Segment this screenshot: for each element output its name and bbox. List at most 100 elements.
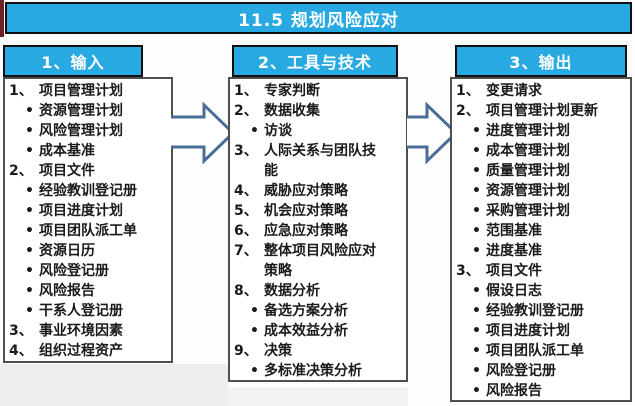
bullet-marker: •	[472, 383, 481, 399]
list-item: •风险登记册	[456, 361, 630, 381]
list-item: 4、威胁应对策略	[234, 181, 406, 201]
item-text: 假设日志	[486, 283, 542, 299]
list-item: • 经验教训登记册	[9, 181, 171, 201]
item-text: 资源管理计划	[486, 183, 570, 199]
list-item: • 进度基准	[456, 241, 630, 261]
number-marker: 4、	[234, 183, 258, 199]
item-text: 干系人登记册	[39, 303, 123, 319]
bullet-marker: •	[472, 303, 481, 319]
item-text: 机会应对策略	[264, 203, 348, 219]
item-text: 项目团队派工单	[486, 343, 584, 359]
item-text: 范围基准	[486, 223, 542, 239]
item-text: 数据分析	[264, 283, 320, 299]
item-text: 经验教训登记册	[39, 183, 137, 199]
item-text: 数据收集	[264, 103, 320, 119]
number-marker: 9、	[234, 343, 258, 359]
list-item: 5、机会应对策略	[234, 201, 406, 221]
item-text: 成本效益分析	[264, 323, 348, 339]
number-marker: 8、	[234, 283, 258, 299]
list-item: • 项目团队派工单	[456, 341, 630, 361]
item-text: 多标准决策分析	[264, 363, 362, 379]
list-item: 4、组织过程资产	[9, 341, 171, 361]
list-item: 2、项目文件	[9, 161, 171, 181]
item-text: 项目进度计划	[486, 323, 570, 339]
bullet-marker: •	[472, 363, 481, 379]
process-title-bar: 11.5 规划风险应对	[5, 2, 632, 34]
bullet-marker: •	[25, 283, 34, 299]
tools-column-header: 2、工具与技术	[232, 45, 398, 77]
list-item: 3、事业环境因素	[9, 321, 171, 341]
item-text: 经验教训登记册	[486, 303, 584, 319]
number-marker: 3、	[456, 263, 480, 279]
input-to-tools-arrow-icon	[171, 101, 236, 165]
list-item: • 假设日志	[456, 281, 630, 301]
number-marker: 6、	[234, 223, 258, 239]
input-column-header: 1、输入	[3, 45, 143, 77]
list-item: • 经验教训登记册	[456, 301, 630, 321]
bullet-marker: •	[25, 183, 34, 199]
list-item: •进度管理计划	[456, 121, 630, 141]
number-marker: 4、	[9, 343, 33, 359]
item-text: 整体项目风险应对 策略	[264, 243, 376, 279]
list-item: •质量管理计划	[456, 161, 630, 181]
bullet-marker: •	[25, 263, 34, 279]
list-item: •成本基准	[9, 141, 171, 161]
list-item: •资源管理计划	[456, 181, 630, 201]
item-text: 采购管理计划	[486, 203, 570, 219]
column-header-label: 1、输入	[41, 53, 105, 72]
bullet-marker: •	[472, 223, 481, 239]
number-marker: 7、	[234, 243, 258, 259]
list-item: •成本效益分析	[234, 321, 406, 341]
item-text: 项目团队派工单	[39, 223, 137, 239]
output-column-header: 3、输出	[455, 45, 627, 77]
number-marker: 2、	[234, 103, 258, 119]
process-title: 11.5 规划风险应对	[238, 10, 399, 31]
item-text: 资源管理计划	[39, 103, 123, 119]
list-item: 1、项目管理计划	[9, 81, 171, 101]
bullet-marker: •	[250, 123, 259, 139]
list-item: • 访谈	[234, 121, 406, 141]
number-marker: 2、	[456, 103, 480, 119]
column-header-label: 3、输出	[509, 53, 573, 72]
bullet-marker: •	[25, 123, 34, 139]
list-item: • 项目进度计划	[9, 201, 171, 221]
item-text: 项目文件	[486, 263, 542, 279]
bullet-marker: •	[25, 303, 34, 319]
item-text: 组织过程资产	[39, 343, 123, 359]
bullet-marker: •	[472, 343, 481, 359]
item-text: 项目管理计划	[39, 83, 123, 99]
list-item: • 项目进度计划	[456, 321, 630, 341]
list-item: • 干系人登记册	[9, 301, 171, 321]
item-text: 项目进度计划	[39, 203, 123, 219]
number-marker: 1、	[9, 83, 33, 99]
bullet-marker: •	[472, 163, 481, 179]
list-item: • 范围基准	[456, 221, 630, 241]
bullet-marker: •	[472, 323, 481, 339]
item-text: 专家判断	[264, 83, 320, 99]
bullet-marker: •	[472, 243, 481, 259]
list-item: •成本管理计划	[456, 141, 630, 161]
list-item: •风险报告	[456, 381, 630, 400]
list-item: •备选方案分析	[234, 301, 406, 321]
item-text: 人际关系与团队技 能	[264, 143, 376, 179]
item-text: 进度管理计划	[486, 123, 570, 139]
list-item: 3、项目文件	[456, 261, 630, 281]
list-item: 8、数据分析	[234, 281, 406, 301]
item-text: 进度基准	[486, 243, 542, 259]
item-text: 变更请求	[486, 83, 542, 99]
bullet-marker: •	[472, 283, 481, 299]
list-item: 7、整体项目风险应对 策略	[234, 241, 406, 281]
bullet-marker: •	[25, 243, 34, 259]
edge-red-sliver	[0, 0, 4, 37]
background-shade-middle	[228, 387, 408, 406]
list-item: •资源日历	[9, 241, 171, 261]
bullet-marker: •	[25, 203, 34, 219]
list-item: •采购管理计划	[456, 201, 630, 221]
list-item: 2、项目管理计划更新	[456, 101, 630, 121]
item-text: 访谈	[264, 123, 292, 139]
